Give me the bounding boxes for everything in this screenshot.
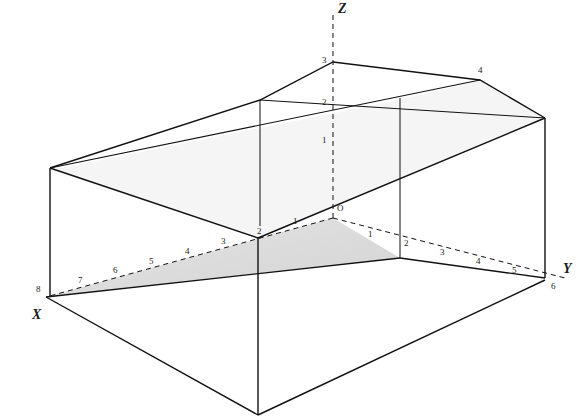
top-edge xyxy=(50,62,545,168)
vertical-edge xyxy=(400,98,401,258)
tick-number: 3 xyxy=(221,237,226,246)
plane-edge xyxy=(260,100,545,118)
tick-number: 4 xyxy=(476,257,481,266)
vertical-edge xyxy=(544,118,545,278)
tick-number: 4 xyxy=(478,66,483,75)
origin-label: O xyxy=(337,204,344,213)
floor-edge xyxy=(46,258,400,297)
tick-number: 2 xyxy=(257,227,262,236)
tick-number: 6 xyxy=(551,282,556,291)
axis-label: Y xyxy=(563,262,572,276)
y-axis xyxy=(333,218,565,278)
tick-number: 5 xyxy=(512,266,517,275)
x-axis xyxy=(46,218,333,297)
tick-number: 3 xyxy=(322,56,327,65)
tick-number: 1 xyxy=(368,230,373,239)
top-edge xyxy=(50,168,258,238)
tick-number: 1 xyxy=(293,217,298,226)
plane-shading xyxy=(50,80,545,238)
top-edge xyxy=(258,118,545,238)
tick-number: 5 xyxy=(149,257,154,266)
tick-number: 2 xyxy=(322,98,327,107)
z-axis xyxy=(333,12,334,218)
tick-number: 3 xyxy=(440,248,445,257)
floor-edge xyxy=(400,258,545,278)
axis-label: Z xyxy=(338,2,347,16)
bottom-edge xyxy=(46,297,258,415)
tick-number: 1 xyxy=(322,136,327,145)
vertical-edge xyxy=(49,168,50,296)
plane-edge xyxy=(50,80,480,168)
vertical-edge xyxy=(260,100,261,226)
tick-number: 7 xyxy=(78,276,83,285)
vertical-edge xyxy=(257,238,258,415)
axis-label: X xyxy=(32,308,41,322)
floor-shading xyxy=(46,218,400,297)
bottom-edge xyxy=(258,280,545,415)
tick-number: 6 xyxy=(113,266,118,275)
tick-number: 8 xyxy=(36,285,41,294)
tick-number: 4 xyxy=(185,247,190,256)
tick-number: 2 xyxy=(404,239,409,248)
